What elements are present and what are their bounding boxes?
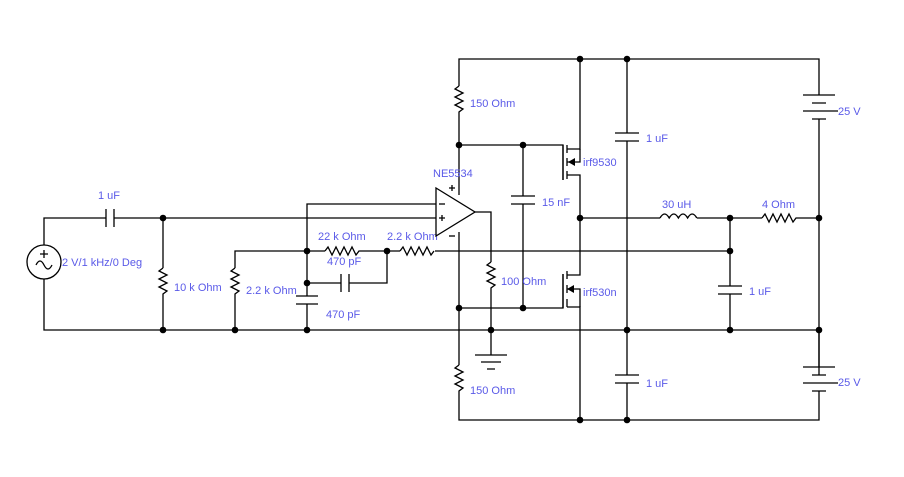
capacitor-470p-ground[interactable]: 470 pF (296, 295, 361, 321)
r-150-top-label: 150 Ohm (470, 98, 515, 110)
capacitor-1u-top[interactable]: 1 uF (615, 132, 668, 145)
l-30u-label: 30 uH (662, 199, 691, 211)
junction-dot (383, 247, 391, 255)
junction-dot (726, 247, 734, 255)
wire-input-top (43, 217, 436, 245)
c-in-label: 1 uF (98, 190, 120, 202)
v-top-label: 25 V (838, 106, 861, 118)
junction-dot (303, 247, 311, 255)
wire-pmos-source (567, 59, 581, 150)
wire-470-fb (307, 251, 388, 284)
resistor-22k[interactable]: 22 k Ohm (318, 231, 366, 257)
wire-input-bottom (43, 279, 819, 331)
wire-bottom-rail (458, 392, 820, 421)
resistor-2k2-feedback[interactable]: 2.2 k Ohm (387, 231, 438, 257)
r-22k-label: 22 k Ohm (318, 231, 366, 243)
capacitor-1u-bottom[interactable]: 1 uF (615, 374, 668, 390)
junction-dot (455, 141, 463, 149)
junction-dot (159, 326, 167, 334)
r-10k-label: 10 k Ohm (174, 282, 222, 294)
wire-nmos-drain (567, 218, 581, 276)
r-2k2-shunt-label: 2.2 k Ohm (246, 285, 297, 297)
c-15n-label: 15 nF (542, 197, 570, 209)
junction-dot (576, 416, 584, 424)
inductor-30uh[interactable]: 30 uH (659, 199, 698, 220)
r-load-label: 4 Ohm (762, 199, 795, 211)
junction-dot (519, 141, 527, 149)
c-1u-bot-label: 1 uF (646, 378, 668, 390)
arrow-icon (568, 158, 575, 166)
capacitor-15n[interactable]: 15 nF (511, 195, 570, 209)
junction-dot (519, 304, 527, 312)
wire-pmos-drain (567, 174, 581, 218)
op-amp-ne5534[interactable]: NE5534 (433, 168, 477, 238)
c-470-fb-label: 470 pF (327, 256, 362, 268)
ground-icon (475, 354, 507, 370)
supply-plus-icon (449, 185, 455, 191)
junction-dot (303, 326, 311, 334)
c-470-gnd-label: 470 pF (326, 309, 361, 321)
arrow-icon (567, 285, 574, 293)
r-150-bot-label: 150 Ohm (470, 385, 515, 397)
resistor-150-bottom[interactable]: 150 Ohm (453, 364, 515, 397)
battery-25v-top[interactable]: 25 V (803, 94, 861, 122)
c-1u-out-label: 1 uF (749, 286, 771, 298)
junction-dot (576, 55, 584, 63)
resistor-4-load[interactable]: 4 Ohm (761, 199, 797, 224)
resistor-2k2-shunt[interactable]: 2.2 k Ohm (229, 267, 297, 300)
ac-voltage-source[interactable]: 2 V/1 kHz/0 Deg (26, 244, 142, 280)
source-label: 2 V/1 kHz/0 Deg (62, 257, 142, 269)
n-mosfet-irf530n[interactable]: irf530n (562, 271, 617, 308)
r-2k2-fb-label: 2.2 k Ohm (387, 231, 438, 243)
resistor-100[interactable]: 100 Ohm (485, 261, 546, 295)
wire-nmos-source (567, 306, 581, 420)
junction-dot (231, 326, 239, 334)
q-p-label: irf9530 (583, 157, 617, 169)
v-bot-label: 25 V (838, 377, 861, 389)
plus-icon (40, 250, 48, 258)
junctions (159, 55, 823, 424)
junction-dot (815, 214, 823, 222)
resistor-10k[interactable]: 10 k Ohm (157, 267, 222, 300)
q-n-label: irf530n (583, 287, 617, 299)
junction-dot (159, 214, 167, 222)
junction-dot (576, 214, 584, 222)
junction-dot (815, 326, 823, 334)
wire-2k2-shunt (234, 250, 325, 330)
noninverting-input-icon (439, 215, 445, 221)
wire-opamp-out (475, 211, 492, 355)
resistor-150-top[interactable]: 150 Ohm (453, 85, 515, 120)
wire-inv-input (306, 203, 436, 251)
junction-dot (726, 326, 734, 334)
junction-dot (487, 326, 495, 334)
wire-pgate (459, 144, 564, 180)
opamp-label: NE5534 (433, 168, 473, 180)
junction-dot (455, 304, 463, 312)
junction-dot (623, 55, 631, 63)
junction-dot (623, 326, 631, 334)
r-100-label: 100 Ohm (501, 276, 546, 288)
battery-25v-bottom[interactable]: 25 V (803, 330, 861, 392)
junction-dot (303, 279, 311, 287)
capacitor-1u-output[interactable]: 1 uF (718, 285, 771, 298)
junction-dot (726, 214, 734, 222)
capacitor-470p-feedback[interactable]: 470 pF (327, 256, 362, 292)
capacitor-c-in[interactable]: 1 uF (98, 190, 120, 227)
sine-wave-icon (35, 260, 53, 270)
junction-dot (623, 416, 631, 424)
p-mosfet-irf9530[interactable]: irf9530 (562, 145, 617, 180)
c-1u-top-label: 1 uF (646, 133, 668, 145)
wire-top-rail (458, 58, 820, 95)
